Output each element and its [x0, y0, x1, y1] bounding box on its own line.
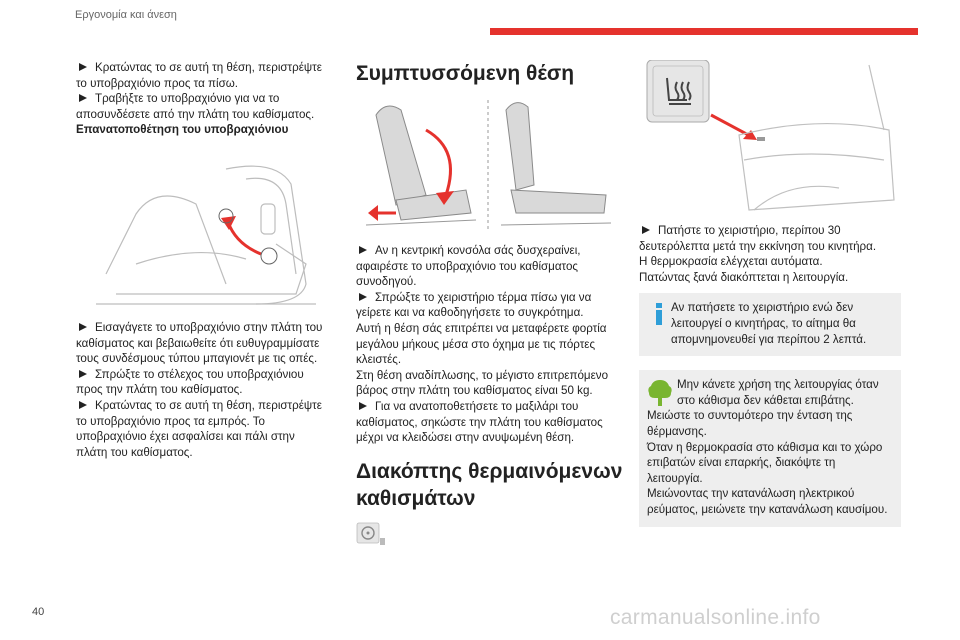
heated-seat-button-figure	[646, 60, 895, 211]
column-2: Συμπτυσσόμενη θέση Αν η κεντρική κονσόλα…	[356, 60, 626, 548]
note-max-weight: Στη θέση αναδίπλωσης, το μέγιστο επιτρεπ…	[356, 368, 609, 398]
step-push-armrest: Σπρώξτε το στέλεχος του υποβραχιόνιου πρ…	[76, 367, 304, 397]
note-auto-temperature: Η θερμοκρασία ελέγχεται αυτόματα.	[639, 255, 823, 269]
eco-text-1: Μην κάνετε χρήση της λειτουργίας όταν στ…	[677, 378, 879, 407]
info-icon	[656, 303, 662, 326]
info-text: Αν πατήσετε το χειριστήριο ενώ δεν λειτο…	[671, 301, 867, 346]
bullet-triangle-icon	[79, 400, 87, 409]
step-push-control-back: Σπρώξτε το χειριστήριο τέρμα πίσω για να…	[356, 290, 592, 320]
bullet-triangle-icon	[79, 94, 87, 103]
step-remove-passenger-armrest: Αν η κεντρική κονσόλα σάς δυσχεραίνει, α…	[356, 244, 581, 289]
step-insert-armrest: Εισαγάγετε το υποβραχιόνιο στην πλάτη το…	[76, 320, 323, 366]
bullet-triangle-icon	[359, 401, 367, 410]
bullet-triangle-icon	[79, 322, 87, 331]
step-press-control: Πατήστε το χειριστήριο, περίπου 30 δευτε…	[639, 224, 877, 253]
eco-leaf-icon	[648, 380, 672, 407]
info-box: Αν πατήσετε το χειριστήριο ενώ δεν λειτο…	[639, 293, 901, 357]
running-header: Εργονομία και άνεση	[75, 9, 177, 21]
note-press-again: Πατώντας ξανά διακόπτεται η λειτουργία.	[639, 270, 849, 284]
bullet-triangle-icon	[79, 63, 87, 71]
step-pull-armrest: Τραβήξτε το υποβραχιόνιο για να το αποσυ…	[76, 92, 315, 121]
note-long-loads: Αυτή η θέση σάς επιτρέπει να μεταφέρετε …	[356, 321, 607, 367]
section-title-folding-seat: Συμπτυσσόμενη θέση	[356, 62, 575, 85]
steering-wheel-icon	[356, 522, 385, 545]
section-color-bar	[490, 28, 918, 35]
eco-text-4: Μειώνοντας την κατανάλωση ηλεκτρικού ρεύ…	[647, 487, 888, 516]
eco-box: Μην κάνετε χρήση της λειτουργίας όταν στ…	[639, 370, 901, 527]
step-rotate-back: Κρατώντας το σε αυτή τη θέση, περιστρέψτ…	[76, 61, 322, 90]
bullet-triangle-icon	[642, 226, 650, 234]
page-number: 40	[32, 606, 45, 618]
subheading-refit-armrest: Επανατοποθέτηση του υποβραχιόνιου	[76, 123, 289, 137]
eco-text-2: Μειώστε το συντομότερο την ένταση της θέ…	[647, 409, 853, 438]
bullet-triangle-icon	[359, 246, 367, 254]
column-1: Κρατώντας το σε αυτή τη θέση, περιστρέψτ…	[76, 60, 326, 460]
eco-text-3: Όταν η θερμοκρασία στο κάθισμα και το χώ…	[647, 440, 883, 485]
column-3: Πατήστε το χειριστήριο, περίπου 30 δευτε…	[639, 60, 901, 527]
heated-seat-icon	[666, 77, 692, 105]
armrest-refit-figure	[96, 165, 316, 305]
watermark: carmanualsonline.info	[610, 606, 821, 629]
step-refit-cushion: Για να ανατοποθετήσετε το μαξιλάρι του κ…	[356, 399, 603, 445]
bullet-triangle-icon	[359, 292, 367, 301]
folding-seat-figure	[365, 100, 612, 230]
section-title-heated-seats: Διακόπτης θερμαινόμενων καθισμάτων	[356, 459, 623, 510]
step-rotate-forward: Κρατώντας το σε αυτή τη θέση, περιστρέψτ…	[76, 398, 322, 459]
bullet-triangle-icon	[79, 369, 87, 378]
